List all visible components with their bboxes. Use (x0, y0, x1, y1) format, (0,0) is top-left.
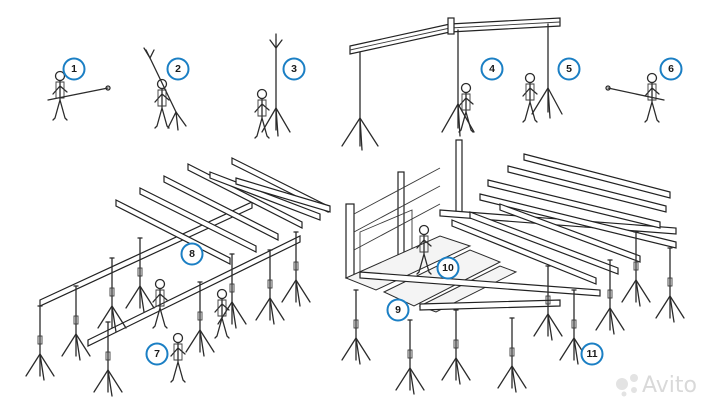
step-number: 7 (154, 348, 160, 360)
step-number: 2 (175, 63, 181, 75)
step-number: 4 (489, 63, 495, 75)
step-2-illustration (143, 47, 187, 131)
step-number: 10 (442, 262, 454, 274)
step-3-illustration (254, 33, 291, 139)
step-number: 9 (395, 304, 401, 316)
step-badge-2[interactable]: 2 (166, 57, 190, 81)
avito-logo-icon (616, 374, 638, 397)
step-1-illustration (47, 70, 111, 121)
step-badge-9[interactable]: 9 (386, 298, 410, 322)
step-badge-7[interactable]: 7 (145, 342, 169, 366)
step-badge-10[interactable]: 10 (436, 256, 460, 280)
step-badge-5[interactable]: 5 (557, 57, 581, 81)
step-4-5-gantry (341, 17, 563, 151)
step-badge-8[interactable]: 8 (180, 242, 204, 266)
step-badge-1[interactable]: 1 (62, 57, 86, 81)
step-badge-6[interactable]: 6 (659, 57, 683, 81)
step-number: 1 (71, 63, 77, 75)
avito-watermark: Avito (616, 373, 697, 398)
step-number: 3 (291, 63, 297, 75)
watermark-brand: Avito (642, 373, 697, 398)
step-badge-4[interactable]: 4 (480, 57, 504, 81)
step-badge-11[interactable]: 11 (580, 342, 604, 366)
step-number: 6 (668, 63, 674, 75)
step-badges: 1 2 3 4 5 6 7 8 9 10 11 (62, 57, 683, 366)
right-formwork-deck (341, 139, 685, 395)
left-formwork-grid (25, 157, 331, 397)
step-number: 5 (566, 63, 572, 75)
step-number: 11 (586, 348, 597, 360)
step-badge-3[interactable]: 3 (282, 57, 306, 81)
step-number: 8 (189, 248, 195, 260)
step-6-illustration (605, 72, 665, 123)
